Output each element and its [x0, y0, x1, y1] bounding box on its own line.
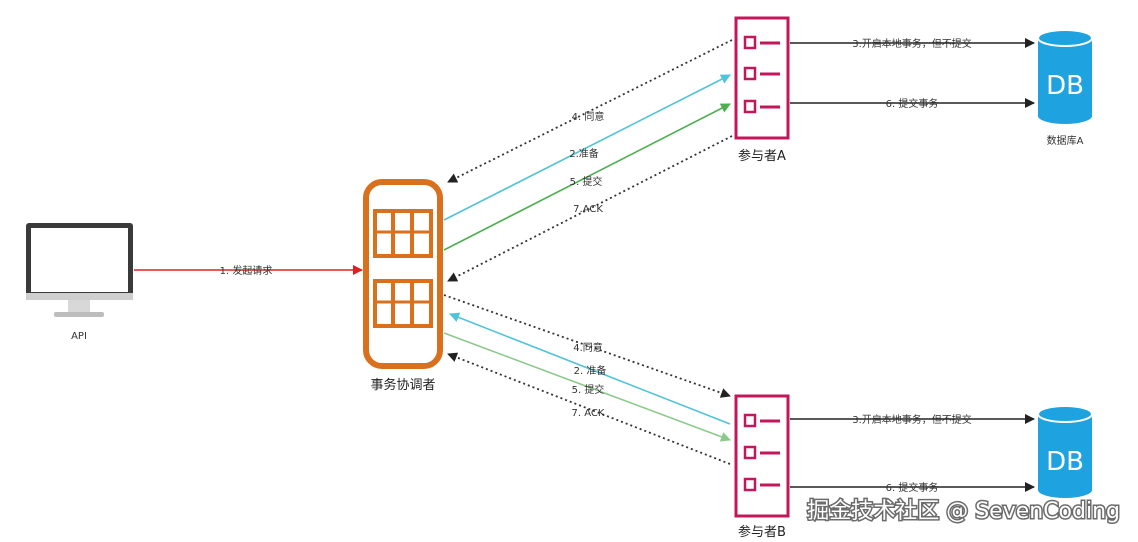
a-prepare-label: 2.准备 [569, 147, 599, 160]
database-a-icon-text: DB [1046, 71, 1084, 101]
a-submit-arrow [443, 103, 731, 251]
b-agree-arrow [443, 294, 731, 398]
database-a-icon [1037, 29, 1093, 124]
request-label: 1. 发起请求 [220, 264, 273, 277]
a-commit-label: 6. 提交事务 [886, 97, 939, 110]
b-commit-label: 6. 提交事务 [886, 481, 939, 494]
b-agree-label: 4.同意 [573, 341, 603, 354]
database-a-label: 数据库A [1047, 134, 1084, 147]
b-prepare-arrow [449, 312, 731, 425]
a-agree-label: 4. 同意 [572, 110, 605, 123]
a-submit-label: 5. 提交 [570, 175, 603, 188]
participant-b-label: 参与者B [738, 524, 786, 540]
b-submit-arrow [443, 332, 731, 442]
coordinator-label: 事务协调者 [370, 377, 435, 393]
b-submit-label: 5. 提交 [572, 383, 605, 396]
participant-a-icon [734, 16, 790, 140]
api-label: API [71, 331, 87, 342]
database-b-icon [1037, 405, 1093, 498]
api-monitor-icon [26, 223, 133, 317]
coordinator-icon [363, 179, 443, 369]
b-prepare-label: 2. 准备 [574, 364, 607, 377]
a-ack-arrow [447, 135, 733, 282]
a-ack-label: 7.ACK [573, 204, 603, 215]
participant-b-icon [734, 394, 790, 518]
participant-a-label: 参与者A [738, 148, 786, 164]
b-ack-arrow [447, 352, 731, 465]
b-ack-label: 7. ACK [572, 408, 605, 419]
a-prepare-arrow [443, 74, 731, 221]
a-begin-local-label: 3.开启本地事务，但不提交 [852, 37, 972, 50]
a-agree-arrow [447, 39, 733, 183]
database-b-icon-text: DB [1046, 447, 1084, 477]
watermark: 掘金技术社区 @ SevenCoding [807, 499, 1120, 524]
b-begin-local-label: 3.开启本地事务，但不提交 [852, 413, 972, 426]
